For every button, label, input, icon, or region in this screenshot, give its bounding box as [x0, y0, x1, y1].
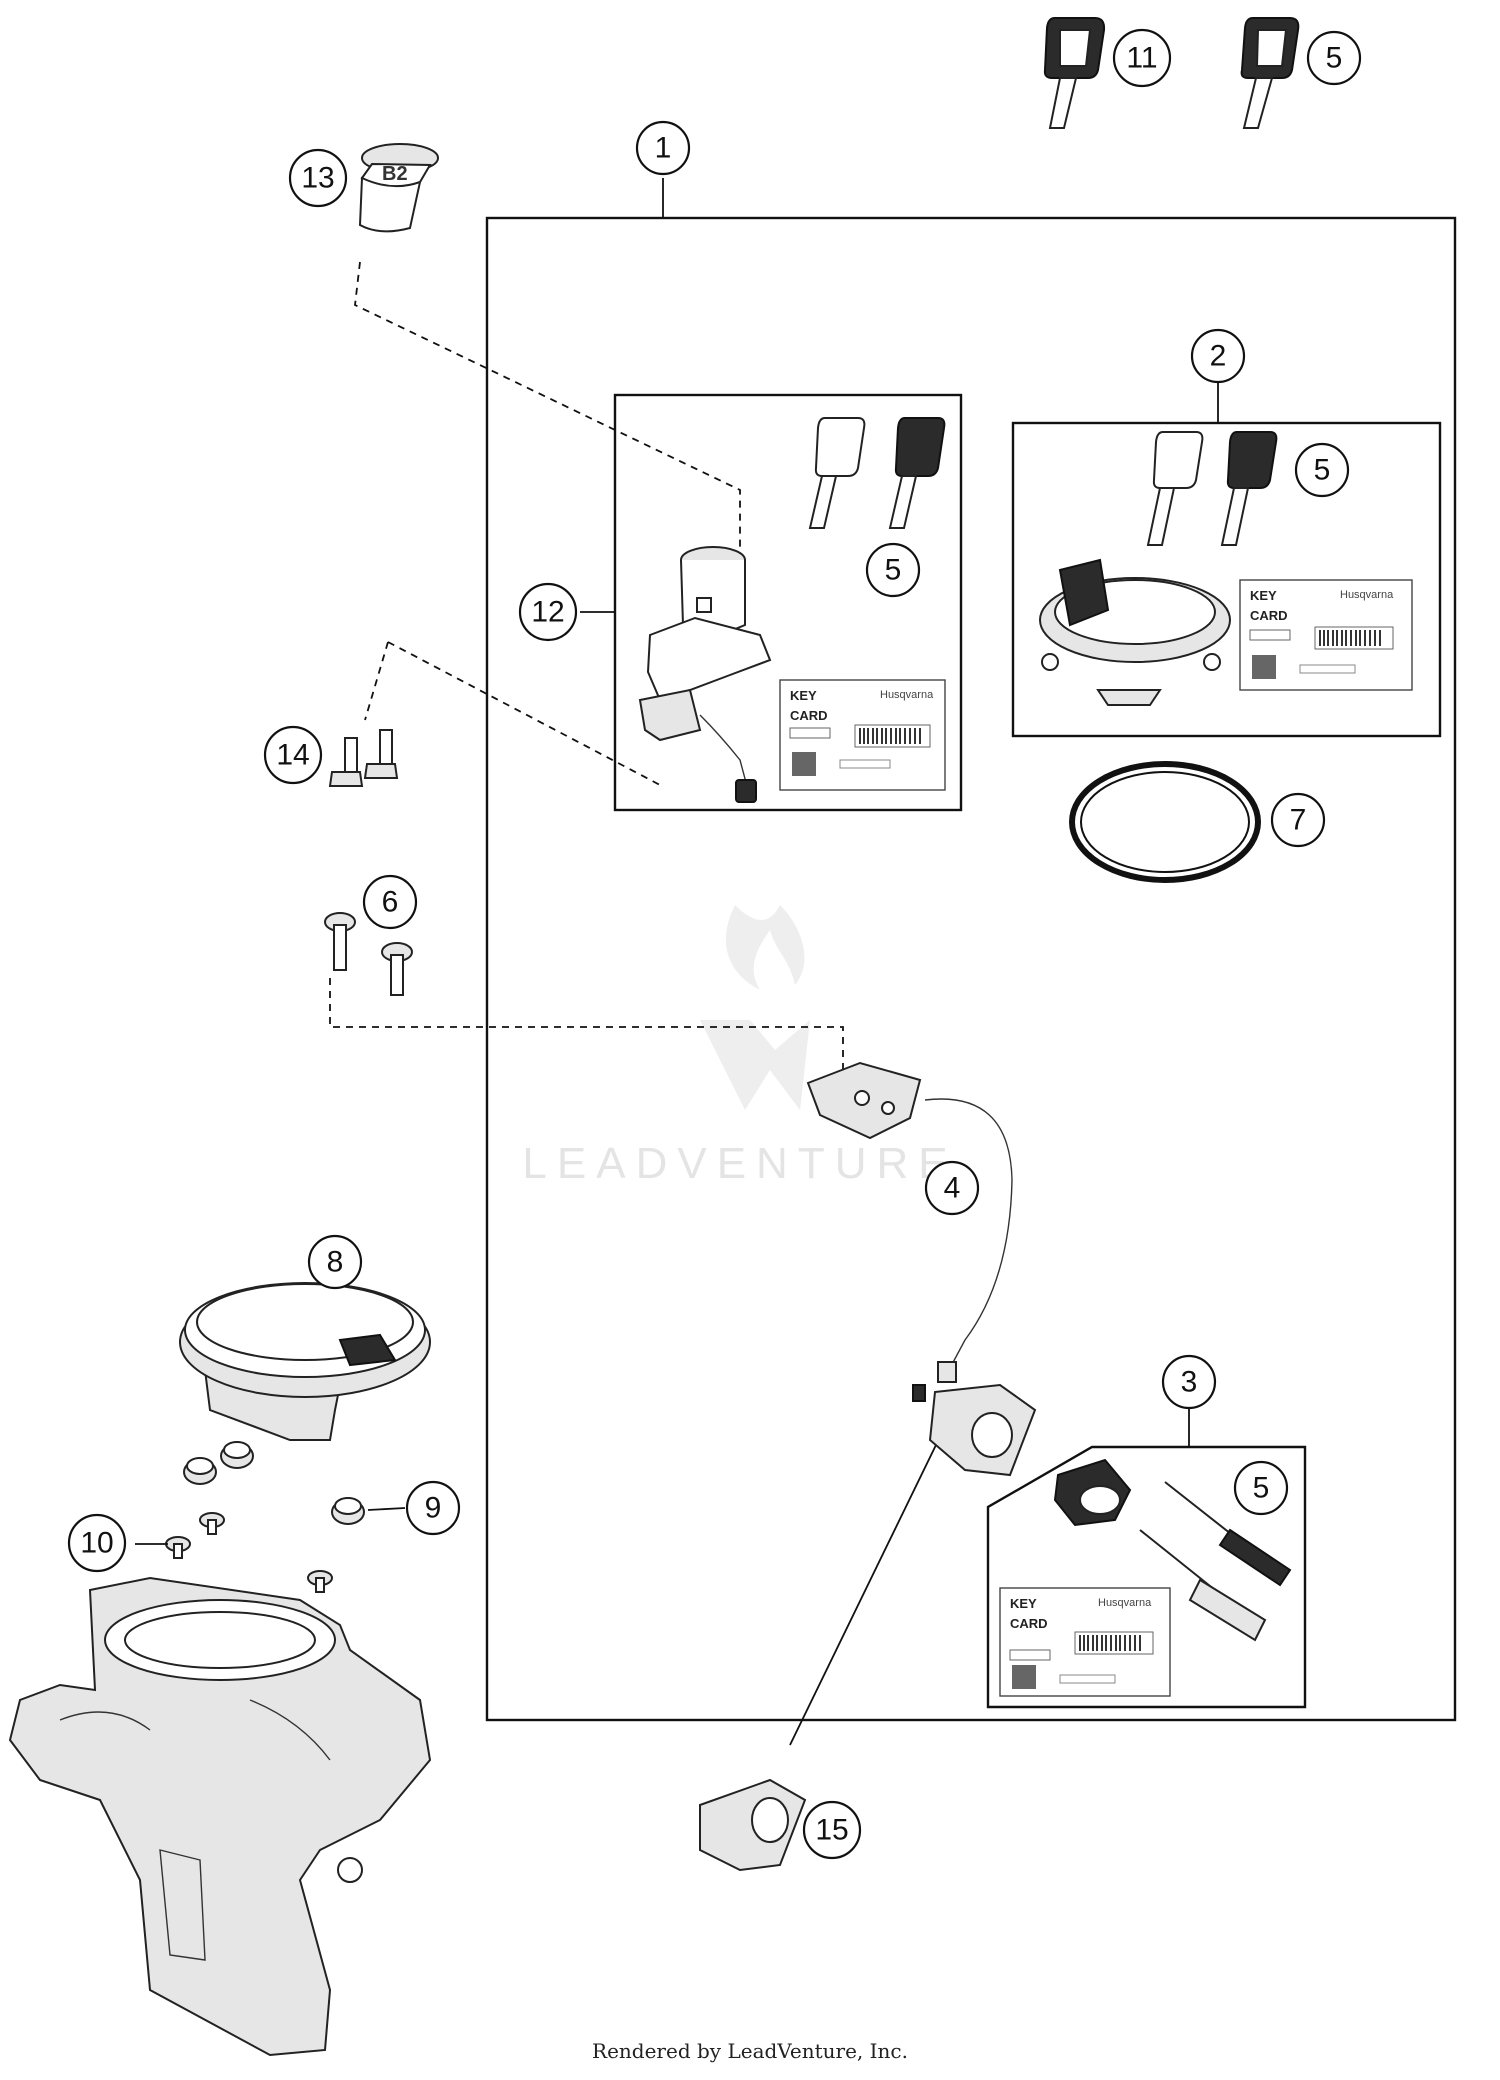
callout-8: 8 — [307, 1234, 363, 1290]
svg-text:1: 1 — [655, 132, 672, 165]
watermark-text: LEADVENTURE — [522, 1139, 957, 1188]
svg-text:15: 15 — [815, 1814, 848, 1847]
svg-text:CARD: CARD — [790, 708, 828, 723]
svg-text:5: 5 — [885, 554, 902, 587]
keys-in-kit-2 — [1146, 431, 1278, 546]
kit-frame-3 — [986, 1445, 1307, 1709]
key-part-11 — [1043, 17, 1106, 129]
callout-12: 12 — [518, 582, 578, 642]
svg-text:KEY: KEY — [790, 688, 817, 703]
callout-9: 9 — [405, 1480, 461, 1536]
callout-3: 3 — [1161, 1354, 1217, 1410]
svg-text:5: 5 — [1326, 42, 1343, 75]
callout-5-kit12: 5 — [865, 542, 921, 598]
grommets-9 — [183, 1441, 406, 1525]
callout-1: 1 — [635, 120, 691, 176]
svg-text:CARD: CARD — [1250, 608, 1288, 623]
svg-text:9: 9 — [425, 1492, 442, 1525]
watermark: LEADVENTURE — [522, 905, 957, 1188]
svg-text:Husqvarna: Husqvarna — [1098, 1597, 1152, 1609]
svg-text:6: 6 — [382, 886, 399, 919]
callout-5-kit2: 5 — [1294, 442, 1350, 498]
svg-text:12: 12 — [531, 596, 564, 629]
kit-frame-12 — [613, 393, 963, 812]
callout-2: 2 — [1190, 328, 1246, 384]
kit-frame-1 — [485, 216, 1457, 1722]
screws-14 — [328, 729, 399, 787]
key-card-2: KEY CARD Husqvarna — [1239, 579, 1413, 691]
svg-text:2: 2 — [1210, 340, 1227, 373]
svg-text:B2: B2 — [382, 163, 408, 185]
svg-text:Husqvarna: Husqvarna — [880, 689, 934, 701]
screws-6 — [324, 912, 413, 996]
kit-3-contents — [1053, 1458, 1292, 1642]
svg-text:5: 5 — [1314, 454, 1331, 487]
callout-5-top: 5 — [1306, 30, 1362, 86]
svg-text:14: 14 — [276, 739, 309, 772]
callout-11: 11 — [1112, 28, 1172, 88]
o-ring-7 — [1069, 761, 1261, 883]
svg-text:8: 8 — [327, 1246, 344, 1279]
svg-text:11: 11 — [1126, 42, 1157, 75]
fuel-cap-8 — [179, 1282, 431, 1441]
bracket-3 — [928, 1383, 1037, 1477]
svg-text:CARD: CARD — [1010, 1616, 1048, 1631]
svg-text:KEY: KEY — [1250, 588, 1277, 603]
lock-cylinder-13: B2 — [358, 143, 439, 233]
fuel-cap-lock-2 — [1039, 558, 1231, 706]
svg-text:Husqvarna: Husqvarna — [1340, 589, 1394, 601]
svg-text:3: 3 — [1181, 1366, 1198, 1399]
svg-text:KEY: KEY — [1010, 1596, 1037, 1611]
bracket-cable-4 — [806, 1061, 1013, 1402]
screws-10 — [135, 1512, 333, 1593]
svg-text:4: 4 — [944, 1172, 961, 1205]
callout-4: 4 — [924, 1160, 980, 1216]
svg-text:5: 5 — [1253, 1472, 1270, 1505]
callout-5-kit3: 5 — [1233, 1460, 1289, 1516]
kit-frame-2 — [1011, 421, 1442, 738]
key-card-3: KEY CARD Husqvarna — [999, 1587, 1171, 1697]
key-card-12: KEY CARD Husqvarna — [779, 679, 946, 791]
tank-housing — [8, 1576, 432, 2057]
keys-in-kit-12 — [808, 417, 946, 529]
svg-text:10: 10 — [80, 1527, 113, 1560]
key-part-5-top — [1240, 17, 1300, 129]
callout-7: 7 — [1270, 792, 1326, 848]
callout-14: 14 — [263, 725, 323, 785]
svg-text:7: 7 — [1290, 804, 1307, 837]
callout-10: 10 — [67, 1513, 127, 1573]
footer-credit: Rendered by LeadVenture, Inc. — [592, 2039, 908, 2063]
callout-13: 13 — [288, 148, 348, 208]
svg-text:13: 13 — [301, 162, 334, 195]
ignition-lock-12 — [638, 546, 772, 803]
callout-6: 6 — [362, 874, 418, 930]
bracket-15 — [699, 1778, 807, 1872]
callout-15: 15 — [802, 1800, 862, 1860]
